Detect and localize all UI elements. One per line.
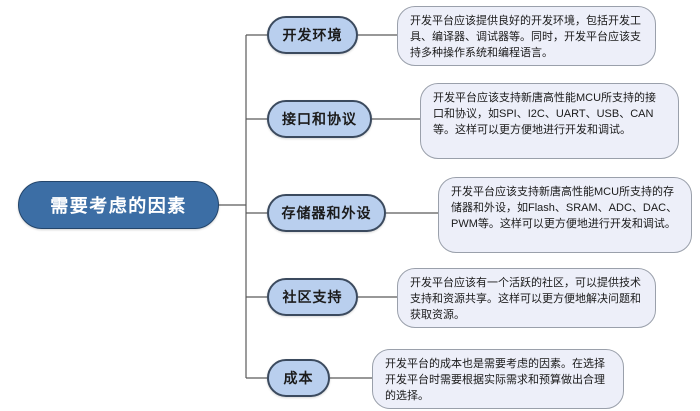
leaf-bubble-2[interactable]: 开发平台应该支持新唐高性能MCU所支持的接口和协议，如SPI、I2C、UART、… (420, 83, 679, 159)
branch-node-2[interactable]: 接口和协议 (267, 100, 372, 138)
branch-node-5-label: 成本 (283, 370, 314, 386)
branch-node-4[interactable]: 社区支持 (267, 278, 358, 316)
leaf-bubble-3-text: 开发平台应该支持新唐高性能MCU所支持的存储器和外设，如Flash、SRAM、A… (451, 186, 678, 230)
leaf-bubble-4-text: 开发平台应该有一个活跃的社区，可以提供技术支持和资源共享。这样可以更方便地解决问… (410, 277, 641, 321)
branch-node-1[interactable]: 开发环境 (267, 16, 358, 54)
leaf-bubble-4[interactable]: 开发平台应该有一个活跃的社区，可以提供技术支持和资源共享。这样可以更方便地解决问… (397, 268, 656, 328)
branch-node-4-label: 社区支持 (282, 289, 343, 305)
leaf-bubble-3[interactable]: 开发平台应该支持新唐高性能MCU所支持的存储器和外设，如Flash、SRAM、A… (438, 177, 692, 253)
leaf-bubble-1-text: 开发平台应该提供良好的开发环境，包括开发工具、编译器、调试器等。同时，开发平台应… (410, 15, 641, 59)
leaf-bubble-5[interactable]: 开发平台的成本也是需要考虑的因素。在选择开发平台时需要根据实际需求和预算做出合理… (372, 349, 624, 409)
branch-node-3-label: 存储器和外设 (281, 205, 372, 221)
leaf-bubble-1[interactable]: 开发平台应该提供良好的开发环境，包括开发工具、编译器、调试器等。同时，开发平台应… (397, 6, 656, 66)
branch-node-1-label: 开发环境 (282, 27, 343, 43)
branch-node-5[interactable]: 成本 (267, 359, 330, 397)
leaf-bubble-5-text: 开发平台的成本也是需要考虑的因素。在选择开发平台时需要根据实际需求和预算做出合理… (385, 358, 605, 402)
root-node[interactable]: 需要考虑的因素 (18, 181, 219, 229)
root-node-label: 需要考虑的因素 (50, 196, 187, 216)
leaf-bubble-2-text: 开发平台应该支持新唐高性能MCU所支持的接口和协议，如SPI、I2C、UART、… (433, 92, 657, 136)
branch-node-2-label: 接口和协议 (282, 111, 357, 127)
branch-node-3[interactable]: 存储器和外设 (267, 194, 386, 232)
